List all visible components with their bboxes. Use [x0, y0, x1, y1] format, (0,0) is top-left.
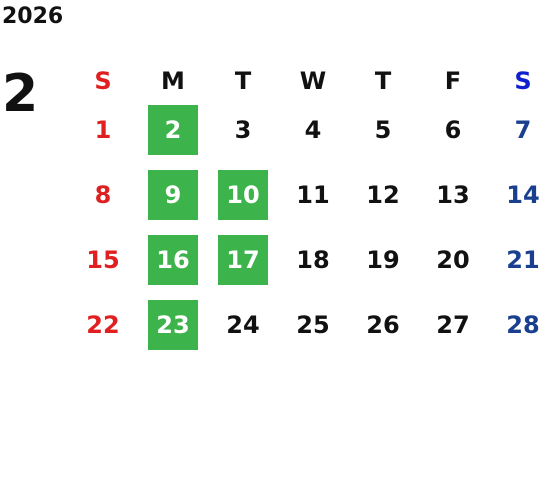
day-cell[interactable]: 27 — [436, 311, 470, 339]
week-row-4: 22 23 24 25 26 27 28 — [68, 300, 548, 365]
day-cell-highlighted[interactable]: 2 — [148, 105, 198, 155]
day-cell[interactable]: 28 — [506, 311, 540, 339]
week-row-1: 1 2 3 4 5 6 7 — [68, 105, 548, 170]
weekday-tuesday: T — [234, 67, 252, 95]
day-cell-highlighted[interactable]: 9 — [148, 170, 198, 220]
weekday-thursday: T — [374, 67, 392, 95]
weekday-sunday: S — [94, 67, 112, 95]
week-row-2: 8 9 10 11 12 13 14 — [68, 170, 548, 235]
weekday-monday: M — [161, 67, 185, 95]
day-cell[interactable]: 24 — [226, 311, 260, 339]
day-cell[interactable]: 8 — [94, 181, 112, 209]
day-cell[interactable]: 3 — [234, 116, 252, 144]
day-cell[interactable]: 18 — [296, 246, 330, 274]
day-cell[interactable]: 15 — [86, 246, 120, 274]
day-cell-highlighted[interactable]: 10 — [218, 170, 268, 220]
day-cell[interactable]: 25 — [296, 311, 330, 339]
day-cell-highlighted[interactable]: 23 — [148, 300, 198, 350]
day-cell-highlighted[interactable]: 17 — [218, 235, 268, 285]
day-cell[interactable]: 13 — [436, 181, 470, 209]
day-cell[interactable]: 4 — [304, 116, 322, 144]
day-cell[interactable]: 22 — [86, 311, 120, 339]
day-cell[interactable]: 6 — [444, 116, 462, 144]
year-label: 2026 — [2, 4, 64, 29]
day-cell[interactable]: 7 — [514, 116, 532, 144]
month-label: 2 — [2, 64, 39, 124]
day-cell[interactable]: 19 — [366, 246, 400, 274]
calendar-grid: S M T W T F S 1 2 3 4 5 6 7 8 9 10 11 12… — [68, 60, 548, 365]
day-cell[interactable]: 26 — [366, 311, 400, 339]
weekday-wednesday: W — [299, 67, 327, 95]
weekday-friday: F — [444, 67, 462, 95]
day-cell[interactable]: 14 — [506, 181, 540, 209]
weekday-header-row: S M T W T F S — [68, 60, 548, 105]
day-cell-highlighted[interactable]: 16 — [148, 235, 198, 285]
day-cell[interactable]: 20 — [436, 246, 470, 274]
week-row-3: 15 16 17 18 19 20 21 — [68, 235, 548, 300]
day-cell[interactable]: 21 — [506, 246, 540, 274]
day-cell[interactable]: 5 — [374, 116, 392, 144]
day-cell[interactable]: 12 — [366, 181, 400, 209]
day-cell[interactable]: 1 — [94, 116, 112, 144]
weekday-saturday: S — [514, 67, 532, 95]
day-cell[interactable]: 11 — [296, 181, 330, 209]
